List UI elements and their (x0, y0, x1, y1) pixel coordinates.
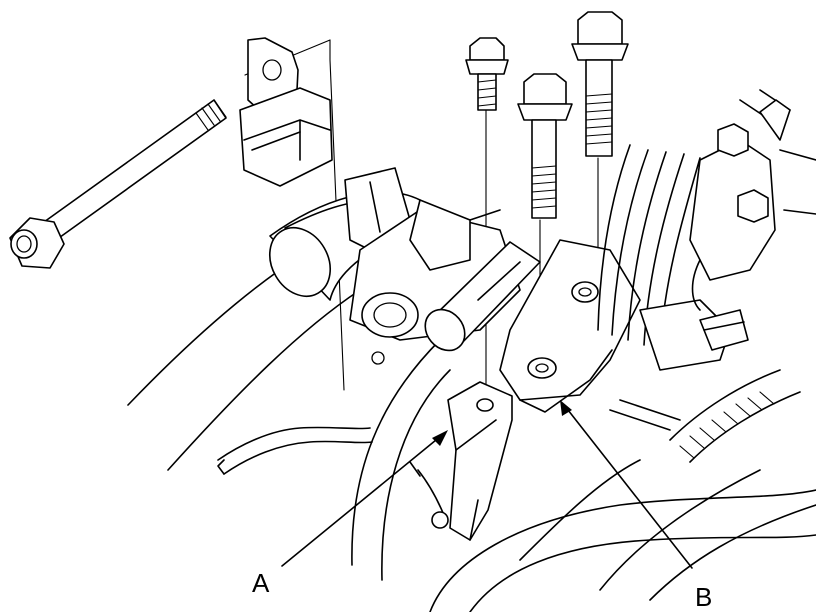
callout-label-b: B (695, 582, 712, 612)
long-bolt (9, 99, 227, 269)
leader-lines (281, 400, 693, 569)
bolt-small (465, 37, 509, 111)
upper-knuckle (689, 89, 816, 311)
strut-bundle (597, 144, 749, 371)
background-hoses (127, 231, 816, 612)
mounting-plate (499, 239, 641, 413)
link-rod (424, 241, 541, 352)
corrugated-boot (609, 369, 801, 463)
bracket-a (409, 381, 513, 541)
bolt-medium (517, 73, 573, 219)
bolt-large (571, 11, 629, 157)
callout-label-a: A (252, 568, 270, 598)
bushing-bracket (239, 37, 333, 187)
